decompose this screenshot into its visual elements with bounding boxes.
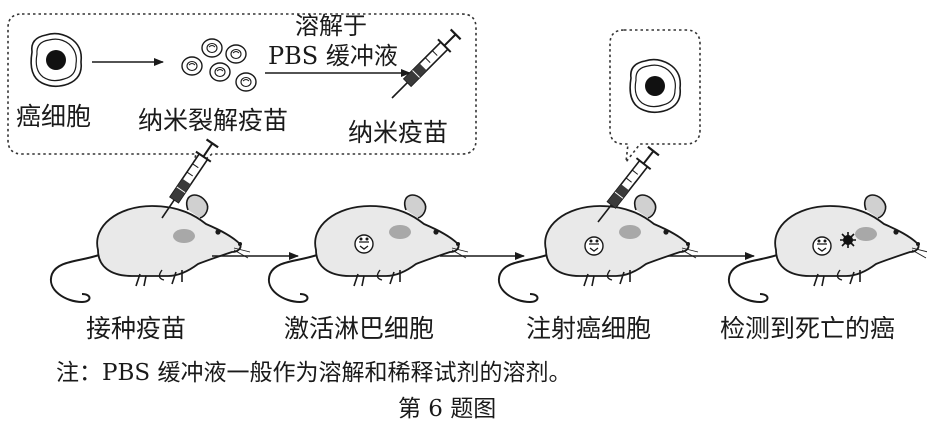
- figure-caption: 第 6 题图: [398, 396, 497, 422]
- label-dissolve-in: 溶解于: [295, 12, 367, 40]
- mouse-2-icon: [267, 194, 469, 303]
- mouse-1-icon: [49, 194, 251, 303]
- lysed-vaccine-particles: [181, 38, 257, 92]
- callout-bubble-small: [609, 29, 701, 165]
- step-label-3: 注射癌细胞: [526, 314, 652, 343]
- cancer-cell-icon: [629, 58, 682, 114]
- label-buffer: PBS 缓冲液: [268, 42, 398, 70]
- label-lysed-vaccine: 纳米裂解疫苗: [138, 106, 289, 135]
- cancer-cell-icon: [30, 32, 83, 88]
- mouse-4-icon: [727, 194, 927, 303]
- step-label-1: 接种疫苗: [86, 314, 187, 343]
- footnote: 注：PBS 缓冲液一般作为溶解和稀释试剂的溶剂。: [56, 360, 572, 386]
- label-nano-vaccine: 纳米疫苗: [348, 118, 449, 147]
- dead-cancer-cell-icon: [840, 232, 856, 248]
- step-label-4: 检测到死亡的癌: [720, 316, 896, 341]
- step-label-2: 激活淋巴细胞: [284, 314, 435, 343]
- mouse-3-icon: [497, 194, 699, 303]
- label-cancer-cell: 癌细胞: [16, 102, 92, 131]
